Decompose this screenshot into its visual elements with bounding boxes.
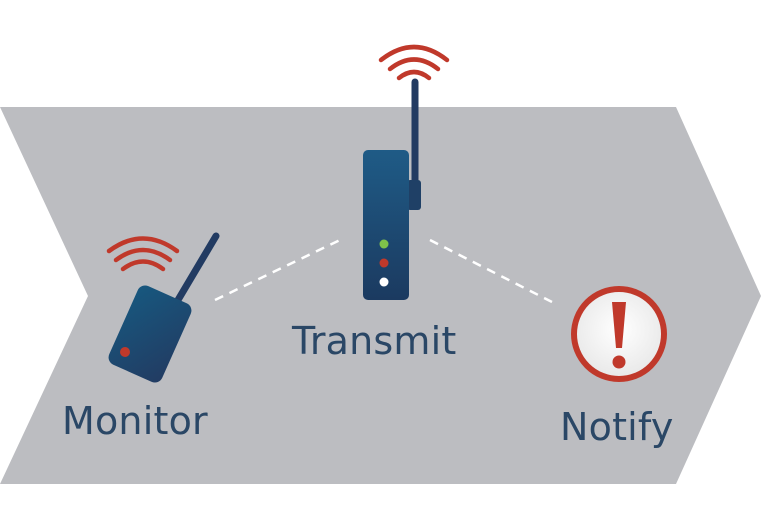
step-label-transmit: Transmit — [292, 319, 457, 363]
transmit-signal-waves — [378, 44, 450, 81]
router-icon — [363, 44, 450, 300]
handheld-transmitter-icon — [106, 232, 220, 383]
step-label-monitor: Monitor — [62, 399, 208, 443]
monitor-signal-waves — [106, 236, 180, 272]
monitor-red-led — [120, 347, 130, 357]
connector-monitor-transmit — [214, 238, 341, 302]
router-red-led — [379, 258, 389, 268]
step-label-notify: Notify — [560, 405, 674, 449]
router-green-led — [379, 239, 389, 249]
alert-icon — [571, 286, 667, 382]
router-white-led — [379, 277, 389, 287]
connector-transmit-notify — [429, 238, 553, 304]
